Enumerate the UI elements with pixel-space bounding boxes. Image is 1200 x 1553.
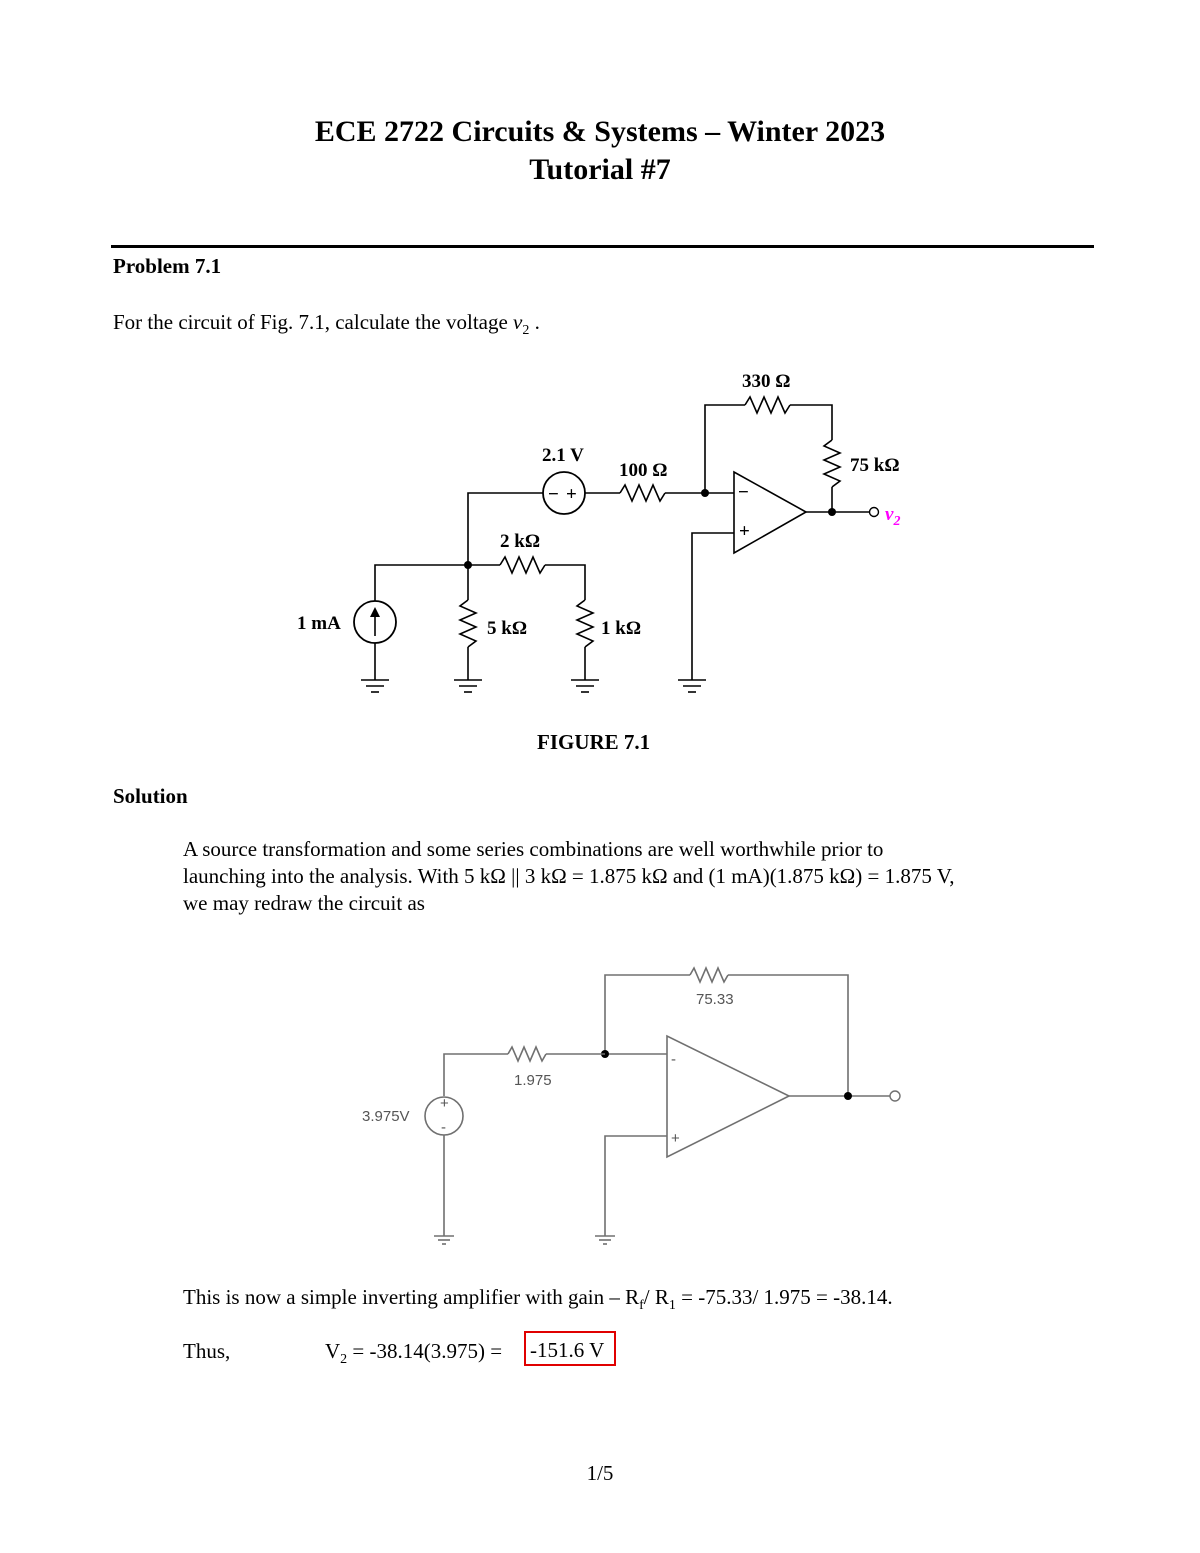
gain-text-end: = -75.33/ 1.975 = -38.14. [675,1285,893,1309]
ground2-symbol-1 [434,1235,454,1245]
equation-body: = -38.14(3.975) = [347,1339,503,1363]
paragraph-1-line-3: we may redraw the circuit as [183,891,425,915]
noninverting-input-wire [691,532,734,680]
opamp2-plus: + [671,1130,680,1147]
ground2-symbol-2 [595,1235,615,1245]
page-number: 1/5 [586,1461,614,1485]
gain-text-start: This is now a simple inverting amplifier… [183,1285,640,1309]
gain-sub-f: f [639,1298,644,1314]
opamp-minus: − [738,482,749,503]
label-100: 100 Ω [619,460,667,481]
feedback-wire-right [790,404,833,440]
label-1k: 1 kΩ [601,618,641,639]
current-arrow-head [370,607,380,617]
label-2v1: 2.1 V [542,445,584,466]
rf-wire-left [604,974,690,1054]
vsource-minus: − [548,484,559,505]
statement-subscript: 2 [522,323,530,339]
paragraph-1-line-1: A source transformation and some series … [183,837,884,861]
resistor-330-symbol [744,395,791,415]
output-terminal [868,506,880,518]
label-r1: 1.975 [514,1072,552,1089]
label-5k: 5 kΩ [487,618,527,639]
wire-2k-1k [545,564,586,600]
solution-heading: Solution [113,784,188,808]
output2-node [844,1092,852,1100]
vsource2-plus: + [440,1095,449,1112]
rf-wire-right [728,974,849,1096]
r1-wire-left [443,1053,508,1096]
header-rule [111,245,1094,248]
statement-end: . [529,310,540,334]
resistor-5k-symbol [458,599,478,648]
ground-symbol-3 [571,679,599,693]
thus-label: Thus, [183,1339,231,1363]
equation-v: V [325,1339,341,1363]
page-subtitle: Tutorial #7 [529,153,671,186]
equation-sub: 2 [340,1352,348,1368]
label-1ma: 1 mA [297,613,341,634]
solution-paragraph-1: A source transformation and some series … [183,836,954,917]
output2-terminal [889,1090,901,1102]
opamp2-noninverting-wire [604,1135,667,1236]
resistor-100-symbol [619,483,666,503]
ground-symbol-2 [454,679,482,693]
vsource-plus: + [566,484,577,505]
resistor-75k-symbol [822,439,842,488]
resistor-1k-symbol [575,599,595,648]
page-title: ECE 2722 Circuits & Systems – Winter 202… [314,115,886,148]
wire-to-vsource [467,492,543,565]
statement-variable: v [513,310,523,334]
label-75k: 75 kΩ [850,455,900,476]
statement-text: For the circuit of Fig. 7.1, calculate t… [113,310,514,334]
ground-symbol-1 [361,679,389,693]
problem-heading: Problem 7.1 [113,254,222,278]
opamp2-triangle [666,1034,791,1159]
label-rf: 75.33 [696,991,734,1008]
figure-7-1-circuit: 330 Ω 75 kΩ − + v2 − + 2.1 V 100 Ω 2 kΩ … [297,371,900,693]
redrawn-circuit: 75.33 - + 1.975 + - 3.975V [362,965,901,1245]
paragraph-1-line-2: launching into the analysis. With 5 kΩ |… [183,864,955,888]
resistor-rf-symbol [689,965,729,985]
resistor-2k-symbol [499,555,546,575]
final-answer-box: -151.6 V [524,1331,616,1366]
ground-symbol-4 [678,679,706,693]
vsource2-minus: - [441,1119,446,1136]
label-330: 330 Ω [742,371,790,392]
opamp2-minus: - [671,1051,676,1068]
final-equation: V2 = -38.14(3.975) = [325,1338,502,1373]
resistor-r1-symbol [507,1044,547,1064]
output-label-v2: v2 [885,504,900,529]
gain-text-mid: / R [643,1285,669,1309]
label-vs: 3.975V [362,1108,410,1125]
figure-caption: FIGURE 7.1 [537,730,651,754]
gain-sub-1: 1 [668,1298,676,1314]
label-2k: 2 kΩ [500,531,540,552]
output-node [828,508,836,516]
problem-statement: For the circuit of Fig. 7.1, calculate t… [113,309,540,344]
feedback-wire-left [704,404,745,493]
solution-paragraph-2: This is now a simple inverting amplifier… [183,1284,893,1319]
opamp-plus: + [739,521,750,542]
opamp-triangle [733,470,808,555]
